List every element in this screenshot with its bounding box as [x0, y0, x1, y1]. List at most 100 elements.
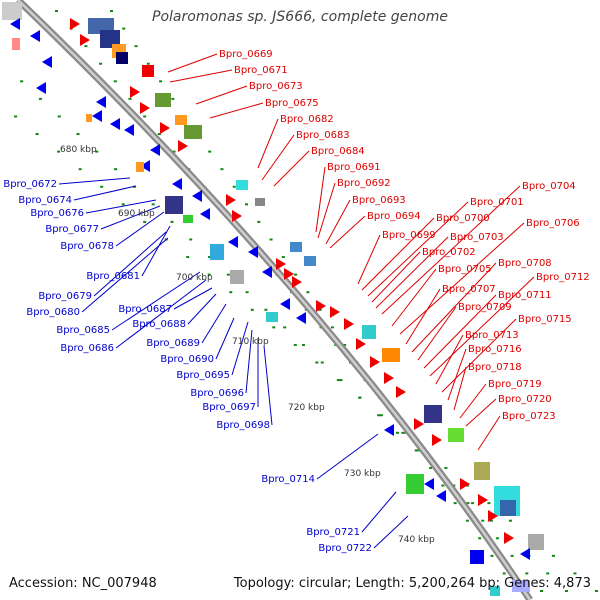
- track-dot: [471, 502, 475, 505]
- gene-label-minus[interactable]: Bpro_0678: [60, 241, 114, 252]
- gene-arrow-minus: [200, 208, 210, 220]
- leader-line: [73, 185, 137, 201]
- gene-label-minus[interactable]: Bpro_0681: [86, 271, 140, 282]
- leader-line: [261, 134, 295, 181]
- gene-label-minus[interactable]: Bpro_0676: [30, 208, 84, 219]
- gene-label-minus[interactable]: Bpro_0721: [306, 527, 360, 538]
- gene-label-plus[interactable]: Bpro_0706: [526, 218, 580, 229]
- leader-line: [209, 102, 264, 119]
- track-dot: [232, 185, 236, 188]
- leader-line: [115, 279, 207, 349]
- gene-label-minus[interactable]: Bpro_0688: [132, 319, 186, 330]
- track-dot: [318, 308, 322, 311]
- track-dot: [487, 502, 491, 505]
- leader-line: [316, 433, 379, 480]
- gene-arrow-plus: [356, 338, 366, 350]
- gene-label-minus[interactable]: Bpro_0679: [38, 291, 92, 302]
- gene-label-minus[interactable]: Bpro_0695: [176, 370, 230, 381]
- gene-label-plus[interactable]: Bpro_0691: [327, 162, 381, 173]
- gene-label-plus[interactable]: Bpro_0708: [498, 258, 552, 269]
- leader-line: [381, 185, 521, 315]
- gene-label-plus[interactable]: Bpro_0682: [280, 114, 334, 125]
- gene-label-plus[interactable]: Bpro_0720: [498, 394, 552, 405]
- track-dot: [565, 590, 568, 592]
- gene-label-minus[interactable]: Bpro_0696: [190, 388, 244, 399]
- gene-label-plus[interactable]: Bpro_0675: [265, 98, 319, 109]
- gene-label-plus[interactable]: Bpro_0694: [367, 211, 421, 222]
- gene-label-plus[interactable]: Bpro_0693: [352, 195, 406, 206]
- gene-labels: Bpro_0669Bpro_0671Bpro_0673Bpro_0675Bpro…: [3, 49, 589, 554]
- gene-label-plus[interactable]: Bpro_0718: [468, 362, 522, 373]
- gene-label-plus[interactable]: Bpro_0683: [296, 130, 350, 141]
- gene-feature-box: [116, 52, 128, 64]
- gene-feature-box: [175, 115, 187, 125]
- gene-arrow-minus: [96, 96, 106, 108]
- gene-arrow-minus: [10, 18, 20, 30]
- gene-feature-box: [304, 256, 316, 266]
- gene-label-plus[interactable]: Bpro_0704: [522, 181, 576, 192]
- gene-label-plus[interactable]: Bpro_0719: [488, 379, 542, 390]
- gene-feature-box: [165, 196, 183, 214]
- track-dot: [293, 343, 297, 346]
- gene-label-plus[interactable]: Bpro_0715: [518, 314, 572, 325]
- gene-label-plus[interactable]: Bpro_0716: [468, 344, 522, 355]
- gene-label-plus[interactable]: Bpro_0707: [442, 284, 496, 295]
- track-dot: [336, 379, 340, 382]
- track-dot: [377, 414, 381, 417]
- gene-label-minus[interactable]: Bpro_0697: [202, 402, 256, 413]
- gene-label-plus[interactable]: Bpro_0723: [502, 411, 556, 422]
- gene-arrow-plus: [460, 478, 470, 490]
- track-dot: [35, 133, 39, 136]
- gene-label-plus[interactable]: Bpro_0702: [422, 247, 476, 258]
- gene-label-plus[interactable]: Bpro_0701: [470, 197, 524, 208]
- gene-label-plus[interactable]: Bpro_0684: [311, 146, 365, 157]
- gene-arrow-plus: [330, 306, 340, 318]
- gene-label-plus[interactable]: Bpro_0713: [465, 330, 519, 341]
- gene-feature-box: [12, 38, 20, 50]
- track-dot: [151, 203, 155, 206]
- gene-label-plus[interactable]: Bpro_0673: [249, 81, 303, 92]
- track-dot: [379, 414, 383, 417]
- gene-feature-box: [474, 462, 490, 480]
- leader-line: [263, 345, 273, 426]
- gene-label-minus[interactable]: Bpro_0680: [26, 307, 80, 318]
- gene-arrow-minus: [150, 144, 160, 156]
- gene-feature-box: [448, 428, 464, 442]
- gene-label-plus[interactable]: Bpro_0699: [382, 230, 436, 241]
- gene-arrow-minus: [192, 190, 202, 202]
- gene-label-minus[interactable]: Bpro_0689: [146, 338, 200, 349]
- gene-arrow-minus: [436, 490, 446, 502]
- leader-line: [201, 303, 227, 344]
- leader-line: [423, 294, 497, 369]
- gene-label-plus[interactable]: Bpro_0700: [436, 213, 490, 224]
- track-dot: [595, 590, 598, 592]
- gene-label-minus[interactable]: Bpro_0687: [118, 304, 172, 315]
- gene-label-minus[interactable]: Bpro_0672: [3, 179, 57, 190]
- gene-label-plus[interactable]: Bpro_0692: [337, 178, 391, 189]
- gene-label-minus[interactable]: Bpro_0685: [56, 325, 110, 336]
- track-dot: [257, 220, 261, 223]
- gene-label-minus[interactable]: Bpro_0677: [45, 224, 99, 235]
- gene-label-plus[interactable]: Bpro_0711: [498, 290, 552, 301]
- gene-label-plus[interactable]: Bpro_0705: [438, 264, 492, 275]
- gene-arrow-plus: [370, 356, 380, 368]
- gene-label-plus[interactable]: Bpro_0709: [458, 302, 512, 313]
- leader-line: [257, 118, 279, 169]
- gene-label-minus[interactable]: Bpro_0722: [318, 543, 372, 554]
- gene-label-plus[interactable]: Bpro_0671: [234, 65, 288, 76]
- gene-label-minus[interactable]: Bpro_0698: [216, 420, 270, 431]
- gene-label-minus[interactable]: Bpro_0690: [160, 354, 214, 365]
- leader-line: [357, 234, 381, 285]
- gene-label-minus[interactable]: Bpro_0686: [60, 343, 114, 354]
- leader-line: [405, 288, 441, 345]
- gene-label-plus[interactable]: Bpro_0669: [219, 49, 273, 60]
- gene-label-plus[interactable]: Bpro_0703: [450, 232, 504, 243]
- leader-line: [215, 317, 235, 360]
- gene-label-minus[interactable]: Bpro_0714: [261, 474, 315, 485]
- gene-arrow-minus: [262, 266, 272, 278]
- gene-arrow-plus: [130, 86, 140, 98]
- gene-label-minus[interactable]: Bpro_0674: [18, 195, 72, 206]
- gene-label-plus[interactable]: Bpro_0712: [536, 272, 590, 283]
- gene-arrow-minus: [172, 178, 182, 190]
